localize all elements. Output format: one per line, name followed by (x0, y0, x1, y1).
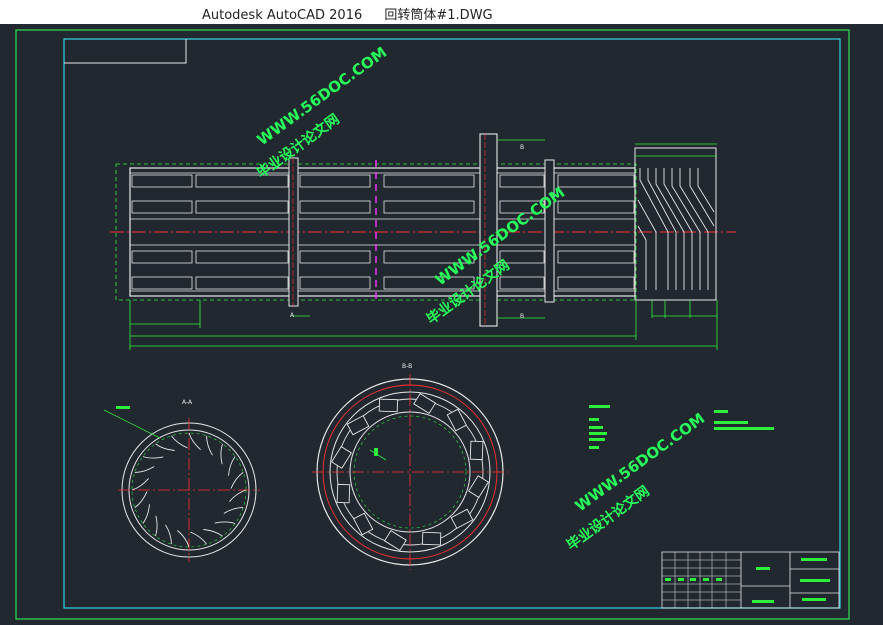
lifter-plate (177, 530, 190, 548)
technical-notes (589, 405, 774, 449)
window-titlebar: Autodesk AutoCAD 2016 回转筒体#1.DWG (0, 0, 883, 25)
title-block-text (665, 558, 830, 603)
view-label-b: B-B (402, 363, 412, 370)
support-block (450, 508, 474, 529)
outer-border (15, 29, 850, 620)
support-block (469, 440, 484, 461)
lifter-plate (142, 456, 164, 459)
view-label-a: A-A (182, 399, 193, 406)
lifter-plate (223, 507, 244, 514)
lifter-plate (142, 504, 150, 524)
lifter-plate (228, 456, 236, 476)
inner-border (63, 38, 841, 609)
file-name: 回转筒体#1.DWG (384, 8, 493, 23)
lifter-plate (134, 491, 148, 508)
lifter-plate (206, 435, 213, 456)
section-view-a: A-A (103, 399, 260, 562)
support-block (383, 530, 407, 551)
section-view-b: B-B (312, 363, 508, 570)
support-block (378, 398, 399, 413)
lifter-plate (203, 529, 223, 537)
lifter-plate (220, 443, 223, 465)
corner-title-box (64, 39, 187, 64)
support-block (346, 415, 370, 436)
title-block (661, 551, 840, 609)
lifter-plate (134, 466, 155, 473)
lifter-plate (214, 521, 236, 524)
lifter-plate (131, 478, 149, 491)
support-block (353, 512, 374, 536)
section-a-label: A (290, 312, 295, 319)
lifter-plate (229, 489, 247, 502)
cad-drawing: A B B A-A B-B (15, 29, 850, 620)
lifter-plate (165, 524, 172, 545)
lifter-plate (188, 432, 201, 450)
support-block (421, 531, 442, 546)
support-block (331, 445, 352, 469)
support-block (336, 483, 351, 504)
main-view: A B B (110, 133, 736, 350)
support-block (468, 475, 489, 499)
watermark-3: WWW.56DOC.COM 毕业设计论文网 (563, 409, 708, 554)
support-block (446, 408, 467, 432)
window-title: Autodesk AutoCAD 2016 回转筒体#1.DWG (202, 4, 511, 23)
lifter-plate (190, 531, 207, 545)
section-b-label-bottom: B (520, 313, 524, 320)
support-block (413, 393, 437, 414)
lifter-plate (171, 435, 188, 449)
lifter-plate (230, 472, 244, 489)
section-b-label-top: B (520, 144, 524, 151)
watermark-1: WWW.56DOC.COM 毕业设计论文网 (253, 43, 390, 182)
lifter-plate (155, 515, 158, 537)
app-name: Autodesk AutoCAD 2016 (202, 8, 363, 23)
lifter-plate (155, 443, 175, 451)
drawing-canvas[interactable]: A B B A-A B-B (0, 24, 883, 625)
